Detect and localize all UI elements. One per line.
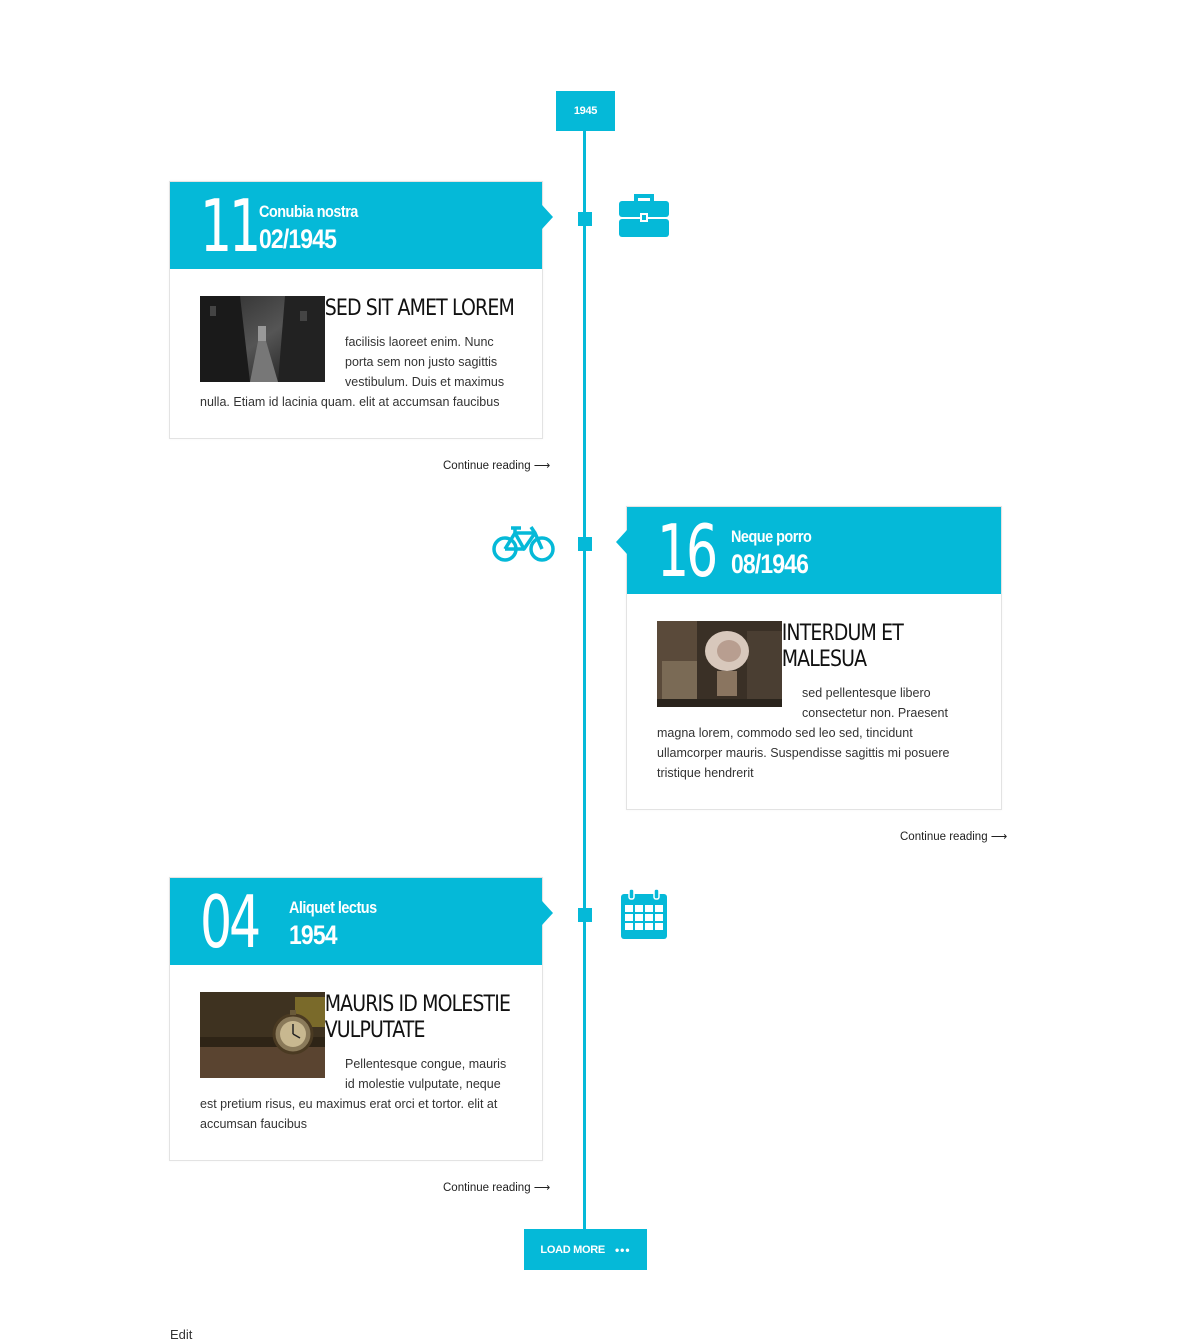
card-day: 04 bbox=[200, 880, 261, 964]
continue-reading-link[interactable]: Continue reading ⟶ bbox=[443, 460, 551, 472]
briefcase-icon bbox=[618, 193, 670, 243]
card-excerpt: facilisis laoreet enim. Nunc porta sem n… bbox=[200, 335, 505, 409]
timeline-line bbox=[583, 130, 586, 1230]
card-thumbnail[interactable] bbox=[200, 296, 325, 382]
card-excerpt: Pellentesque congue, mauris id molestie … bbox=[200, 1057, 507, 1131]
more-dots-icon: ••• bbox=[614, 1242, 631, 1257]
card-pointer bbox=[616, 530, 627, 554]
timeline-node bbox=[578, 212, 592, 226]
card-thumbnail[interactable] bbox=[200, 992, 325, 1078]
card-body: SED SIT AMET LOREM facilisis laoreet eni… bbox=[170, 269, 542, 438]
load-more-label: LOAD MORE bbox=[540, 1243, 605, 1256]
arrow-right-icon: ⟶ bbox=[533, 460, 551, 472]
bicycle-icon bbox=[491, 525, 557, 568]
card-category[interactable]: Aliquet lectus bbox=[289, 898, 377, 917]
card-title[interactable]: SED SIT AMET LOREM bbox=[324, 296, 515, 321]
timeline-node bbox=[578, 537, 592, 551]
card-pointer bbox=[542, 901, 553, 925]
card-category[interactable]: Neque porro bbox=[731, 527, 812, 546]
year-badge[interactable]: 1945 bbox=[556, 91, 615, 131]
card-day: 11 bbox=[200, 184, 261, 268]
arrow-right-icon: ⟶ bbox=[990, 831, 1008, 843]
timeline-card: 11 Conubia nostra 02/1945 SED SIT AMET L… bbox=[169, 181, 553, 439]
card-header: 11 Conubia nostra 02/1945 bbox=[170, 182, 553, 269]
timeline-node bbox=[578, 908, 592, 922]
calendar-icon bbox=[620, 888, 668, 945]
card-category[interactable]: Conubia nostra bbox=[259, 202, 358, 221]
continue-reading-link[interactable]: Continue reading ⟶ bbox=[900, 831, 1008, 843]
card-meta: Conubia nostra 02/1945 bbox=[259, 202, 375, 255]
arrow-right-icon: ⟶ bbox=[533, 1182, 551, 1194]
card-thumbnail[interactable] bbox=[657, 621, 782, 707]
timeline-card: 04 Aliquet lectus 1954 MAURIS ID MOLESTI… bbox=[169, 877, 553, 1161]
card-meta: Neque porro 08/1946 bbox=[731, 527, 825, 580]
card-pointer bbox=[542, 205, 553, 229]
card-date: 02/1945 bbox=[259, 224, 337, 254]
card-meta: Aliquet lectus 1954 bbox=[289, 898, 392, 951]
card-header: 04 Aliquet lectus 1954 bbox=[170, 878, 553, 965]
load-more-button[interactable]: LOAD MORE ••• bbox=[524, 1229, 647, 1270]
card-date: 08/1946 bbox=[731, 549, 809, 579]
card-excerpt: sed pellentesque libero consectetur non.… bbox=[657, 686, 950, 780]
card-day: 16 bbox=[657, 509, 718, 593]
continue-reading-link[interactable]: Continue reading ⟶ bbox=[443, 1182, 551, 1194]
card-date: 1954 bbox=[289, 920, 338, 950]
card-header: 16 Neque porro 08/1946 bbox=[616, 507, 1001, 594]
